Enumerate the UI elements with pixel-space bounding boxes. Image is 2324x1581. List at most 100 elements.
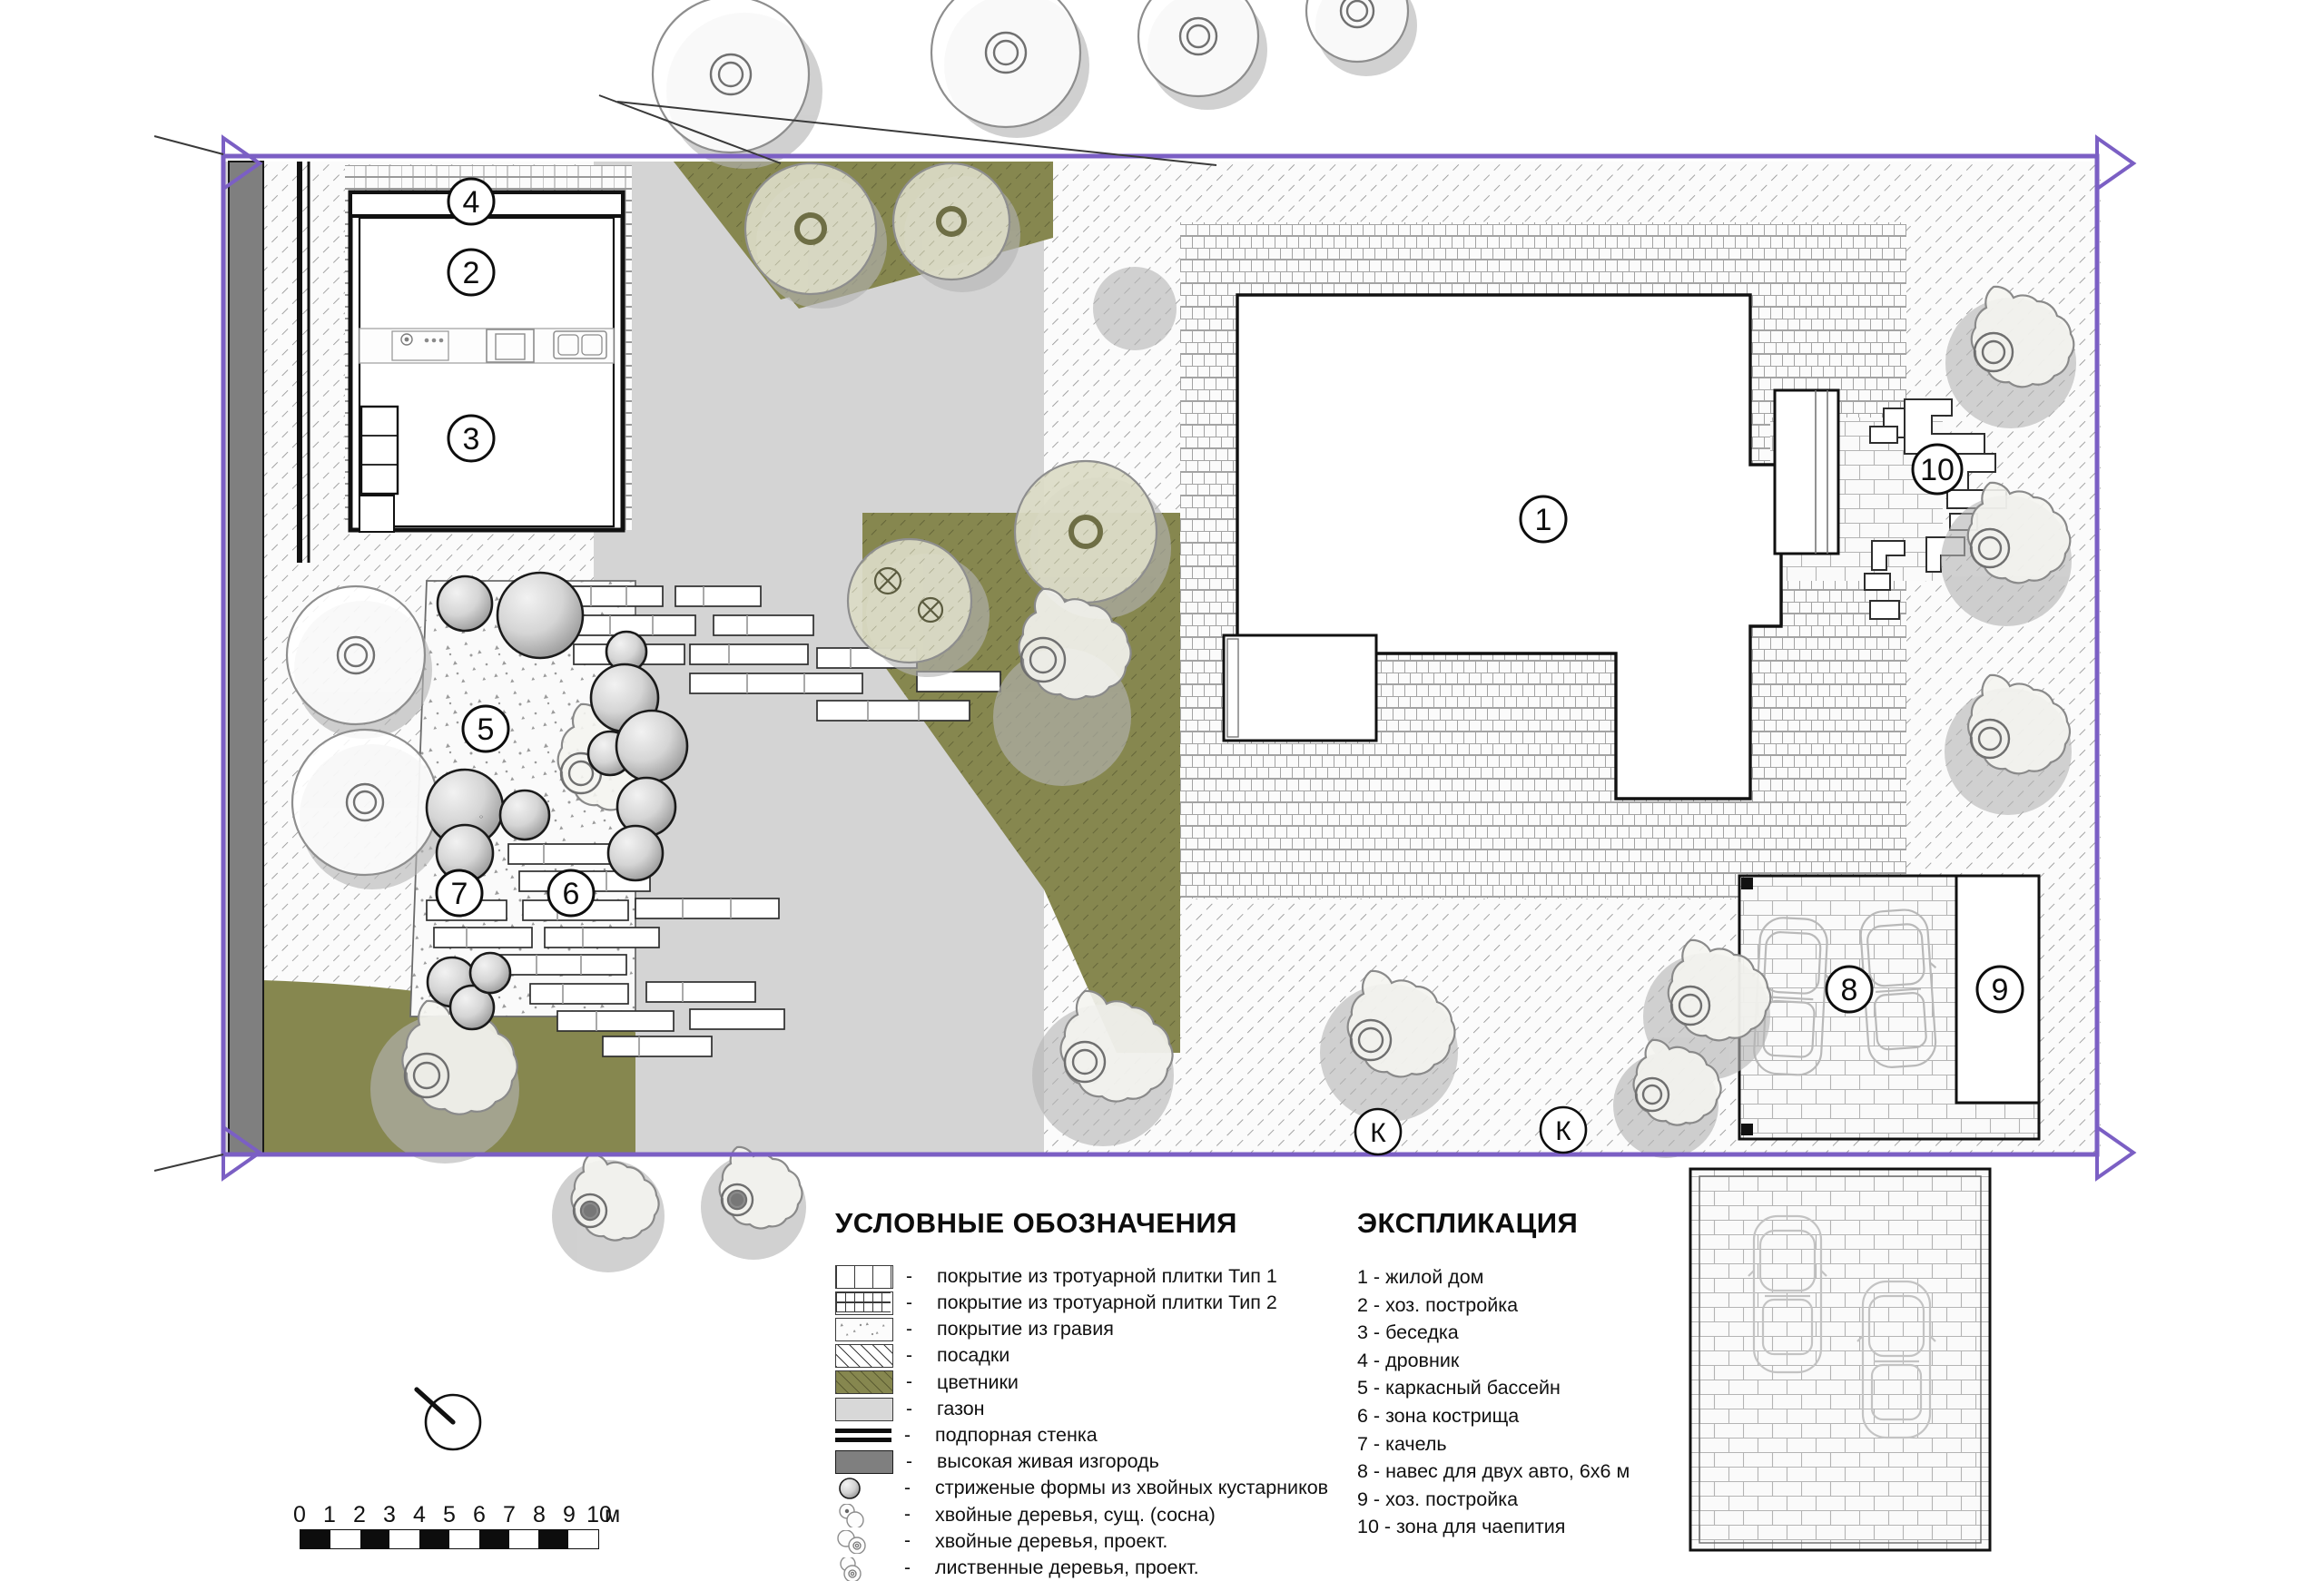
scale-tick: 6 [473, 1502, 486, 1528]
deciduous-project-swatch [835, 1557, 891, 1579]
callout-number: 9 [1992, 973, 2009, 1007]
legend-dash: - [906, 1451, 937, 1473]
scale-tick: 9 [563, 1502, 576, 1528]
callout-marker-7[interactable]: 7 [437, 870, 482, 916]
legend-label: посадки [937, 1346, 1009, 1366]
callout-marker-5[interactable]: 5 [463, 706, 508, 751]
legend-row: -высокая живая изгородь [835, 1448, 1380, 1475]
callout-marker-1[interactable]: 1 [1521, 496, 1566, 542]
legend-row: -хвойные деревья, проект. [835, 1528, 1380, 1555]
scale-segment [330, 1530, 360, 1548]
legend-dash: - [906, 1292, 937, 1314]
legend-label: хвойные деревья, сущ. (сосна) [935, 1506, 1216, 1526]
legend-row: -стриженые формы из хвойных кустарников [835, 1476, 1380, 1502]
callout-number: 2 [463, 256, 480, 290]
callout-marker-3[interactable]: 3 [448, 416, 494, 461]
plantings-swatch [835, 1344, 893, 1368]
flowerbed-swatch [835, 1370, 893, 1394]
legend-label: покрытие из тротуарной плитки Тип 2 [937, 1293, 1277, 1313]
legend-row: -подпорная стенка [835, 1422, 1380, 1448]
existing-tree-label: К [1555, 1116, 1571, 1146]
outbuilding-northwest [345, 165, 632, 532]
legend-label: газон [937, 1399, 985, 1419]
explication-item: 6 - зона кострища [1357, 1402, 1793, 1430]
tall-hedge-swatch [835, 1450, 893, 1474]
callout-number: 7 [451, 877, 468, 911]
tile-type-1-swatch [835, 1265, 893, 1289]
topiary-swatch [835, 1478, 891, 1499]
scale-bar-graphic [300, 1529, 599, 1549]
explication-item: 8 - навес для двух авто, 6х6 м [1357, 1458, 1793, 1486]
callout-marker-8[interactable]: 8 [1827, 967, 1872, 1012]
tall-hedge-west [229, 162, 263, 1154]
callout-marker-4[interactable]: 4 [448, 179, 494, 224]
scale-tick: 7 [503, 1502, 516, 1528]
scale-tick: 3 [383, 1502, 396, 1528]
legend-dash: - [906, 1266, 937, 1288]
conifer-project-swatch [835, 1530, 891, 1552]
gravel-swatch [835, 1318, 893, 1341]
legend-label: покрытие из тротуарной плитки Тип 1 [937, 1267, 1277, 1287]
legend-dash: - [906, 1319, 937, 1340]
scale-segment [568, 1530, 598, 1548]
north-arrow-icon [413, 1384, 484, 1455]
legend-row: -лиственные деревья, проект. [835, 1555, 1380, 1581]
explication-item: 2 - хоз. постройка [1357, 1291, 1793, 1320]
scale-tick: 2 [353, 1502, 366, 1528]
legend-row: -посадки [835, 1343, 1380, 1370]
conifer-existing-swatch [835, 1504, 891, 1526]
scale-tick: 5 [443, 1502, 456, 1528]
legend-label: цветники [937, 1373, 1019, 1393]
scale-segment [360, 1530, 390, 1548]
legend-row: -покрытие из тротуарной плитки Тип 2 [835, 1290, 1380, 1316]
legend-label: покрытие из гравия [937, 1320, 1114, 1340]
callout-marker-6[interactable]: 6 [548, 870, 594, 916]
callout-number: 3 [463, 422, 480, 457]
legend-dash: - [904, 1425, 935, 1447]
legend-rows: -покрытие из тротуарной плитки Тип 1-пок… [835, 1263, 1380, 1581]
existing-tree-label: К [1370, 1118, 1386, 1148]
legend-dash: - [904, 1530, 935, 1552]
legend-dash: - [906, 1399, 937, 1420]
callout-marker-10[interactable]: 10 [1913, 445, 1962, 494]
explication-item: 10 - зона для чаепития [1357, 1513, 1793, 1541]
scale-tick: 1 [323, 1502, 336, 1528]
legend-panel: УСЛОВНЫЕ ОБОЗНАЧЕНИЯ -покрытие из тротуа… [835, 1207, 1380, 1581]
lawn-swatch [835, 1398, 893, 1421]
legend-label: лиственные деревья, проект. [935, 1558, 1199, 1578]
scale-tick: 0 [293, 1502, 306, 1528]
callout-number: 8 [1841, 973, 1858, 1007]
callout-number: 5 [478, 712, 495, 747]
legend-label: высокая живая изгородь [937, 1452, 1159, 1472]
legend-label: стриженые формы из хвойных кустарников [935, 1478, 1328, 1498]
explication-item: 3 - беседка [1357, 1319, 1793, 1347]
scale-segment [389, 1530, 419, 1548]
legend-dash: - [904, 1557, 935, 1579]
scale-segment [449, 1530, 479, 1548]
callout-marker-9[interactable]: 9 [1977, 967, 2023, 1012]
legend-row: -цветники [835, 1370, 1380, 1396]
callout-number: 4 [463, 185, 480, 220]
existing-tree-marker: К [1541, 1107, 1586, 1153]
explication-item: 5 - каркасный бассейн [1357, 1374, 1793, 1402]
scale-tick: 8 [533, 1502, 546, 1528]
legend-row: -газон [835, 1396, 1380, 1422]
tile-type-2-swatch [835, 1291, 893, 1315]
callout-marker-2[interactable]: 2 [448, 250, 494, 295]
explication-item: 1 - жилой дом [1357, 1263, 1793, 1291]
scale-segment [538, 1530, 568, 1548]
legend-row: -покрытие из гравия [835, 1316, 1380, 1342]
legend-dash: - [904, 1478, 935, 1499]
callout-number: 6 [563, 877, 580, 911]
legend-dash: - [906, 1345, 937, 1367]
retaining-wall-swatch [835, 1425, 891, 1447]
explication-item: 7 - качель [1357, 1430, 1793, 1458]
explication-item: 4 - дровник [1357, 1347, 1793, 1375]
scale-unit-label: м [605, 1502, 620, 1528]
callout-number: 1 [1535, 503, 1552, 537]
legend-row: -хвойные деревья, сущ. (сосна) [835, 1502, 1380, 1528]
